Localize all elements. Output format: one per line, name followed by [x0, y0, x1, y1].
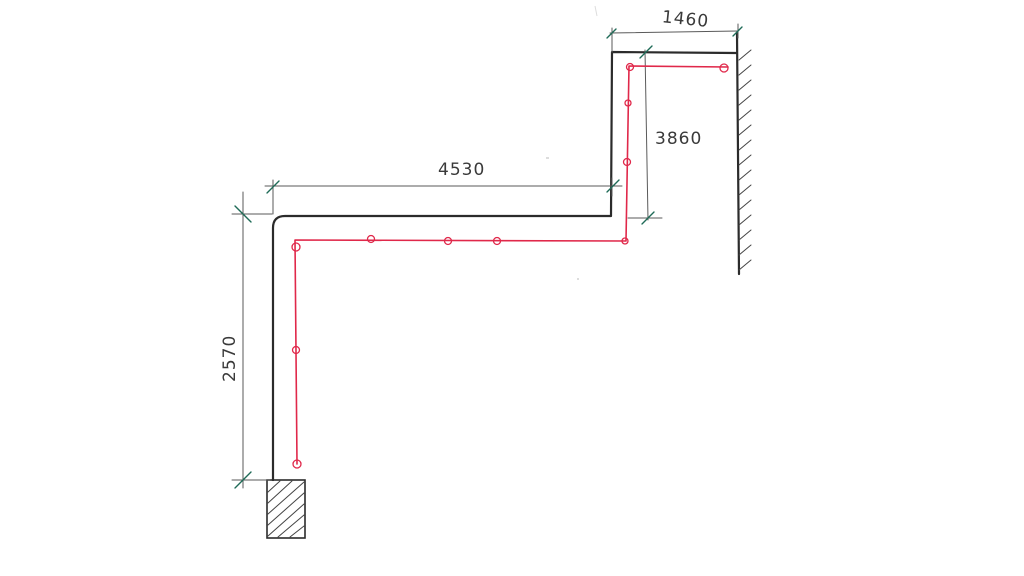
pipe-fixing-point — [443, 236, 453, 246]
dimension-top — [606, 23, 743, 53]
pipe-fixing-point — [492, 236, 502, 246]
pipe-route — [291, 62, 729, 469]
pipe-fixing-point — [621, 237, 629, 245]
pipe-fixing-point — [622, 157, 632, 167]
pipe-fixing-point — [624, 99, 632, 107]
stray-pencil-marks — [546, 5, 598, 280]
dimension-riser — [627, 45, 663, 225]
pipe-fixing-point — [291, 242, 301, 252]
wall-outline — [271, 50, 738, 482]
bottom-wall-block — [266, 479, 306, 539]
dimension-middle — [264, 177, 623, 215]
pipe-fixing-point — [366, 234, 376, 244]
dimension-riser-label: 3860 — [655, 129, 702, 149]
dimension-left-label: 2570 — [220, 335, 240, 382]
pipe-fixing-point — [292, 459, 302, 469]
dimension-middle-label: 4530 — [438, 160, 485, 180]
pipe-route-line — [294, 65, 729, 465]
pipe-fixing-point — [625, 62, 635, 72]
dimension-top-label: 1460 — [661, 7, 710, 32]
dimension-left — [231, 191, 273, 489]
pipe-fixing-point — [291, 345, 301, 355]
pipe-fixing-point — [719, 63, 729, 73]
right-wall-block — [735, 31, 752, 276]
